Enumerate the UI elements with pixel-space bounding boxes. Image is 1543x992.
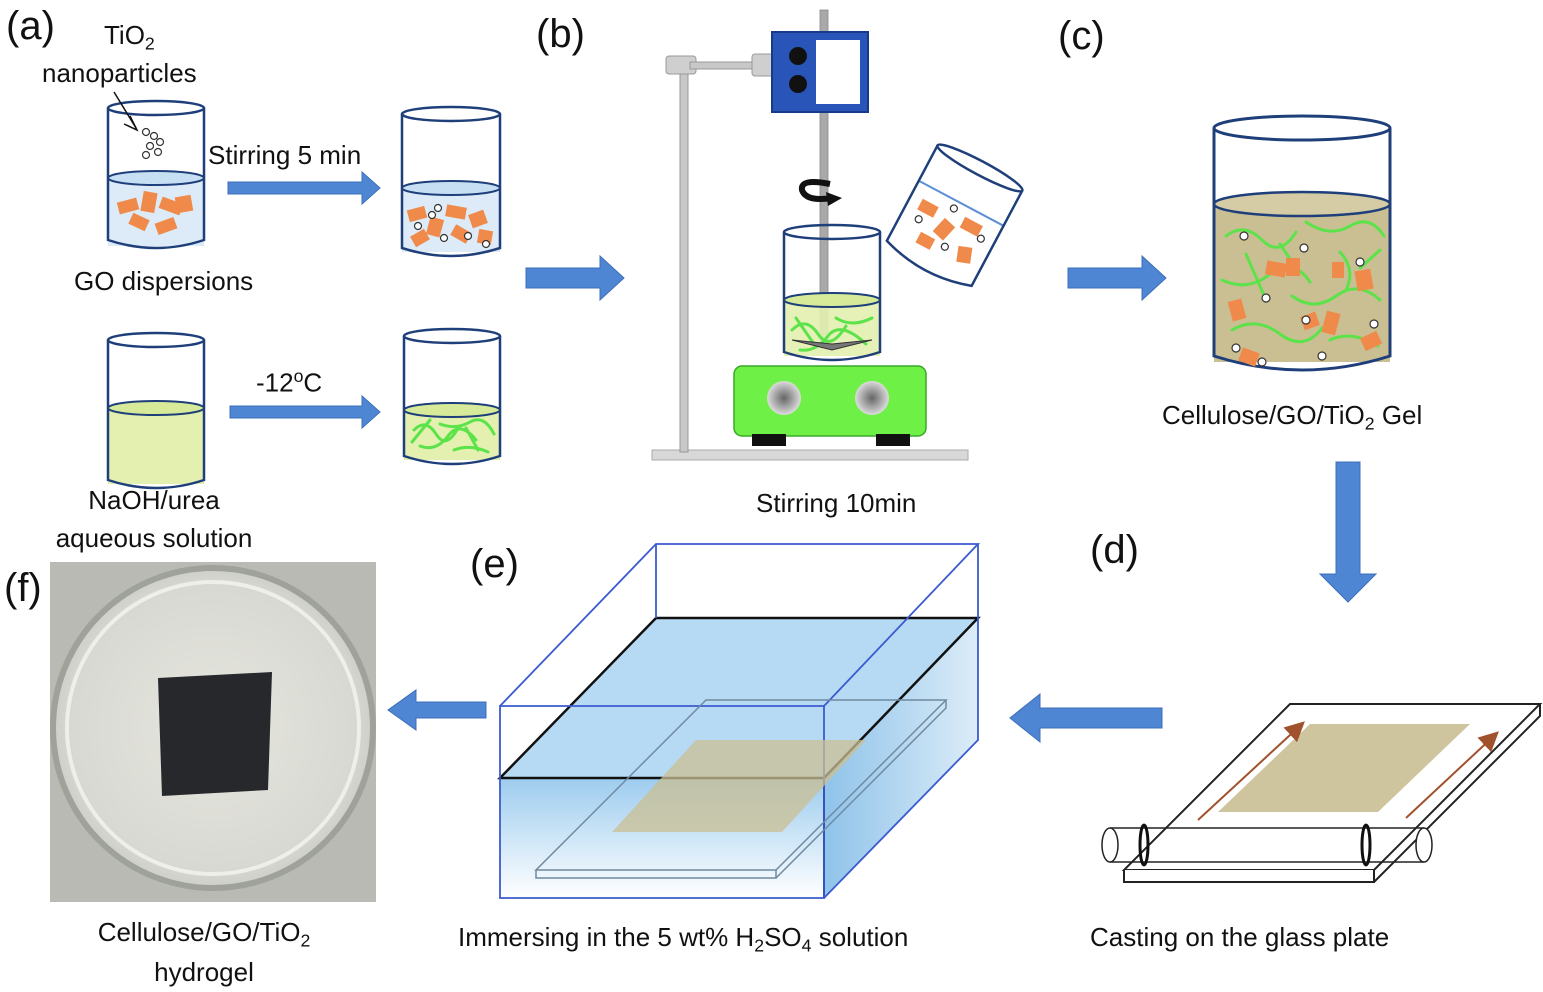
pouring-beaker [884,143,1024,290]
arrow-b-to-c [1067,254,1167,302]
panel-label-e: (e) [470,542,519,586]
arrow-stirring-5min [227,170,381,206]
beaker-gel [1212,114,1392,372]
arrow-c-to-d [1318,461,1378,603]
arrow-d-to-e [1009,692,1163,744]
tio2-label: TiO2 [104,20,155,54]
panel-label-d: (d) [1090,528,1139,572]
arrow-e-to-f [387,689,487,731]
casting-label: Casting on the glass plate [1090,922,1390,952]
acid-bath-container [497,543,981,899]
stirring-5min-label: Stirring 5 min [208,140,362,170]
beaker-go-tio2 [106,91,206,250]
stirring-10min-label: Stirring 10min [756,488,917,518]
glass-plate-casting [1101,703,1543,883]
stirrer-controller [771,31,869,113]
stirring-hot-plate [733,365,927,446]
arrow-a-to-b [525,254,625,302]
go-dispersions-label: GO dispersions [74,266,254,296]
immersing-label: Immersing in the 5 wt% H2SO4 solution [458,922,909,956]
panel-label-a: (a) [6,4,55,48]
gel-label: Cellulose/GO/TiO2 Gel [1162,400,1423,434]
panel-label-f: (f) [4,566,42,610]
temperature-label: -12oC [256,366,323,398]
beaker-naoh-urea [106,331,206,490]
beaker-stirred-go-tio2 [400,105,502,258]
flow-arrows [227,170,1378,744]
nanoparticles-label: nanoparticles [42,58,197,88]
hydrogel-photo [50,562,376,902]
panel-label-b: (b) [536,12,585,56]
arrow-cooling [229,394,381,430]
beaker-cellulose-solution [402,327,502,466]
magnetic-stirrer-setup [651,9,1024,461]
panel-label-c: (c) [1058,14,1105,58]
beaker-on-stirrer [782,223,882,362]
